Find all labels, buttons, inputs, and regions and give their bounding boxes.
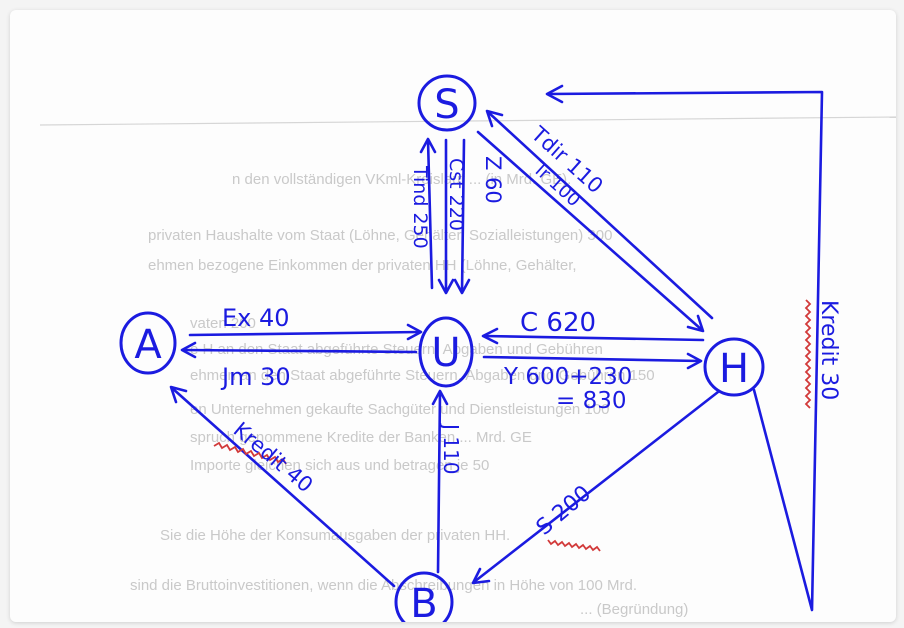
savings-arrow-line [472, 390, 720, 584]
print-line-5: e H an den Staat abgeführte Steuern, Abg… [190, 341, 603, 358]
print-line-6: ehmen an den Staat abgeführte Steuern, A… [190, 367, 655, 384]
kredit-h-arrow-line [546, 90, 824, 612]
print-line-8: spruch genommene Kredite der Banken ... … [190, 429, 532, 446]
node-a-circle [119, 311, 177, 375]
export-label: Ex 40 [222, 304, 290, 332]
cst-arrow-head [437, 278, 455, 295]
tdir-arrow-line [486, 110, 714, 320]
kredit-b-arrow-line [170, 386, 396, 588]
flow-import: Jm 30 [180, 341, 418, 391]
kredit-b-underline [213, 441, 287, 465]
import-arrow-line [181, 348, 418, 354]
income-arrow-line [482, 355, 702, 363]
print-line-10: Sie die Höhe der Konsumausgaben der priv… [160, 527, 510, 544]
consumption-arrow-head [481, 327, 499, 345]
kredit-h-underline [804, 299, 812, 409]
print-line-4: vaten 200 [190, 315, 256, 332]
kredit-h-arrow-head [545, 84, 564, 104]
node-s-label: S [434, 82, 459, 128]
income-label: Y 600+230 [503, 364, 632, 390]
print-line-11: sind die Bruttoinvestitionen, wenn die A… [130, 577, 637, 594]
node-b-label: B [410, 581, 437, 622]
flow-z: Z 60 [453, 138, 505, 295]
node-a-label: A [134, 322, 162, 368]
investment-label: J 110 [439, 422, 463, 474]
z-label: Z 60 [481, 156, 505, 204]
z-arrow-head [453, 278, 471, 295]
print-line-1: n den vollständigen VKml-Kreislauf ... (… [232, 171, 571, 188]
tind-label: Tind 250 [409, 165, 431, 249]
income-arrow-head [686, 352, 703, 370]
print-line-3: ehmen bezogene Einkommen der privaten HH… [148, 257, 577, 274]
node-s: S [417, 74, 477, 132]
flow-tdir: Tdir 110 [485, 109, 714, 320]
flow-cst: Cst 220 [437, 138, 467, 295]
node-b-circle [394, 571, 454, 622]
node-u: U [418, 316, 474, 388]
savings-label: S 200 [532, 481, 596, 541]
paper-sheet: n den vollständigen VKml-Kreislauf ... (… [10, 10, 896, 622]
flow-kredit-h: Kredit 30 [545, 84, 841, 612]
export-arrow-head [406, 323, 423, 341]
print-line-7: en Unternehmen gekaufte Sachgüter und Di… [190, 401, 609, 418]
node-h-label: H [719, 346, 749, 392]
tr-arrow-head [686, 314, 705, 333]
flow-consumption: C 620 [481, 308, 705, 345]
import-arrow-head [180, 341, 197, 359]
kredit-b-arrow-head [169, 385, 188, 404]
kredit-h-label: Kredit 30 [816, 300, 841, 400]
tind-arrow-head [419, 137, 437, 154]
node-u-circle [418, 316, 474, 388]
z-arrow-line [460, 138, 466, 294]
tdir-arrow-head [485, 109, 504, 128]
node-a: A [119, 311, 177, 375]
cst-label: Cst 220 [445, 158, 467, 231]
circular-flow-diagram: n den vollständigen VKml-Kreislauf ... (… [39, 74, 896, 622]
income-total-label: = 830 [556, 388, 626, 414]
flow-savings: S 200 [471, 390, 720, 585]
node-h-circle [703, 337, 765, 397]
node-b: B [394, 571, 454, 622]
print-line-2: privaten Haushalte vom Staat (Löhne, Geh… [148, 227, 612, 244]
node-u-label: U [431, 330, 460, 376]
printed-background-text: n den vollständigen VKml-Kreislauf ... (… [39, 116, 896, 618]
flow-income: Y 600+230 = 830 [482, 352, 703, 414]
savings-arrow-head [471, 567, 491, 585]
tind-arrow-line [426, 138, 434, 290]
savings-underline [547, 539, 601, 552]
node-s-circle [417, 74, 477, 132]
consumption-arrow-line [482, 334, 705, 342]
flow-investment: J 110 [431, 389, 463, 574]
tr-arrow-line [476, 130, 704, 332]
import-label: Jm 30 [220, 363, 291, 391]
print-line-12: ... (Begründung) [580, 601, 688, 618]
node-h: H [703, 337, 765, 397]
flow-tind: Tind 250 [409, 137, 437, 290]
consumption-label: C 620 [520, 308, 596, 338]
investment-arrow-line [436, 390, 442, 574]
investment-arrow-head [431, 389, 449, 406]
flow-export: Ex 40 [188, 304, 423, 341]
export-arrow-line [188, 330, 422, 337]
